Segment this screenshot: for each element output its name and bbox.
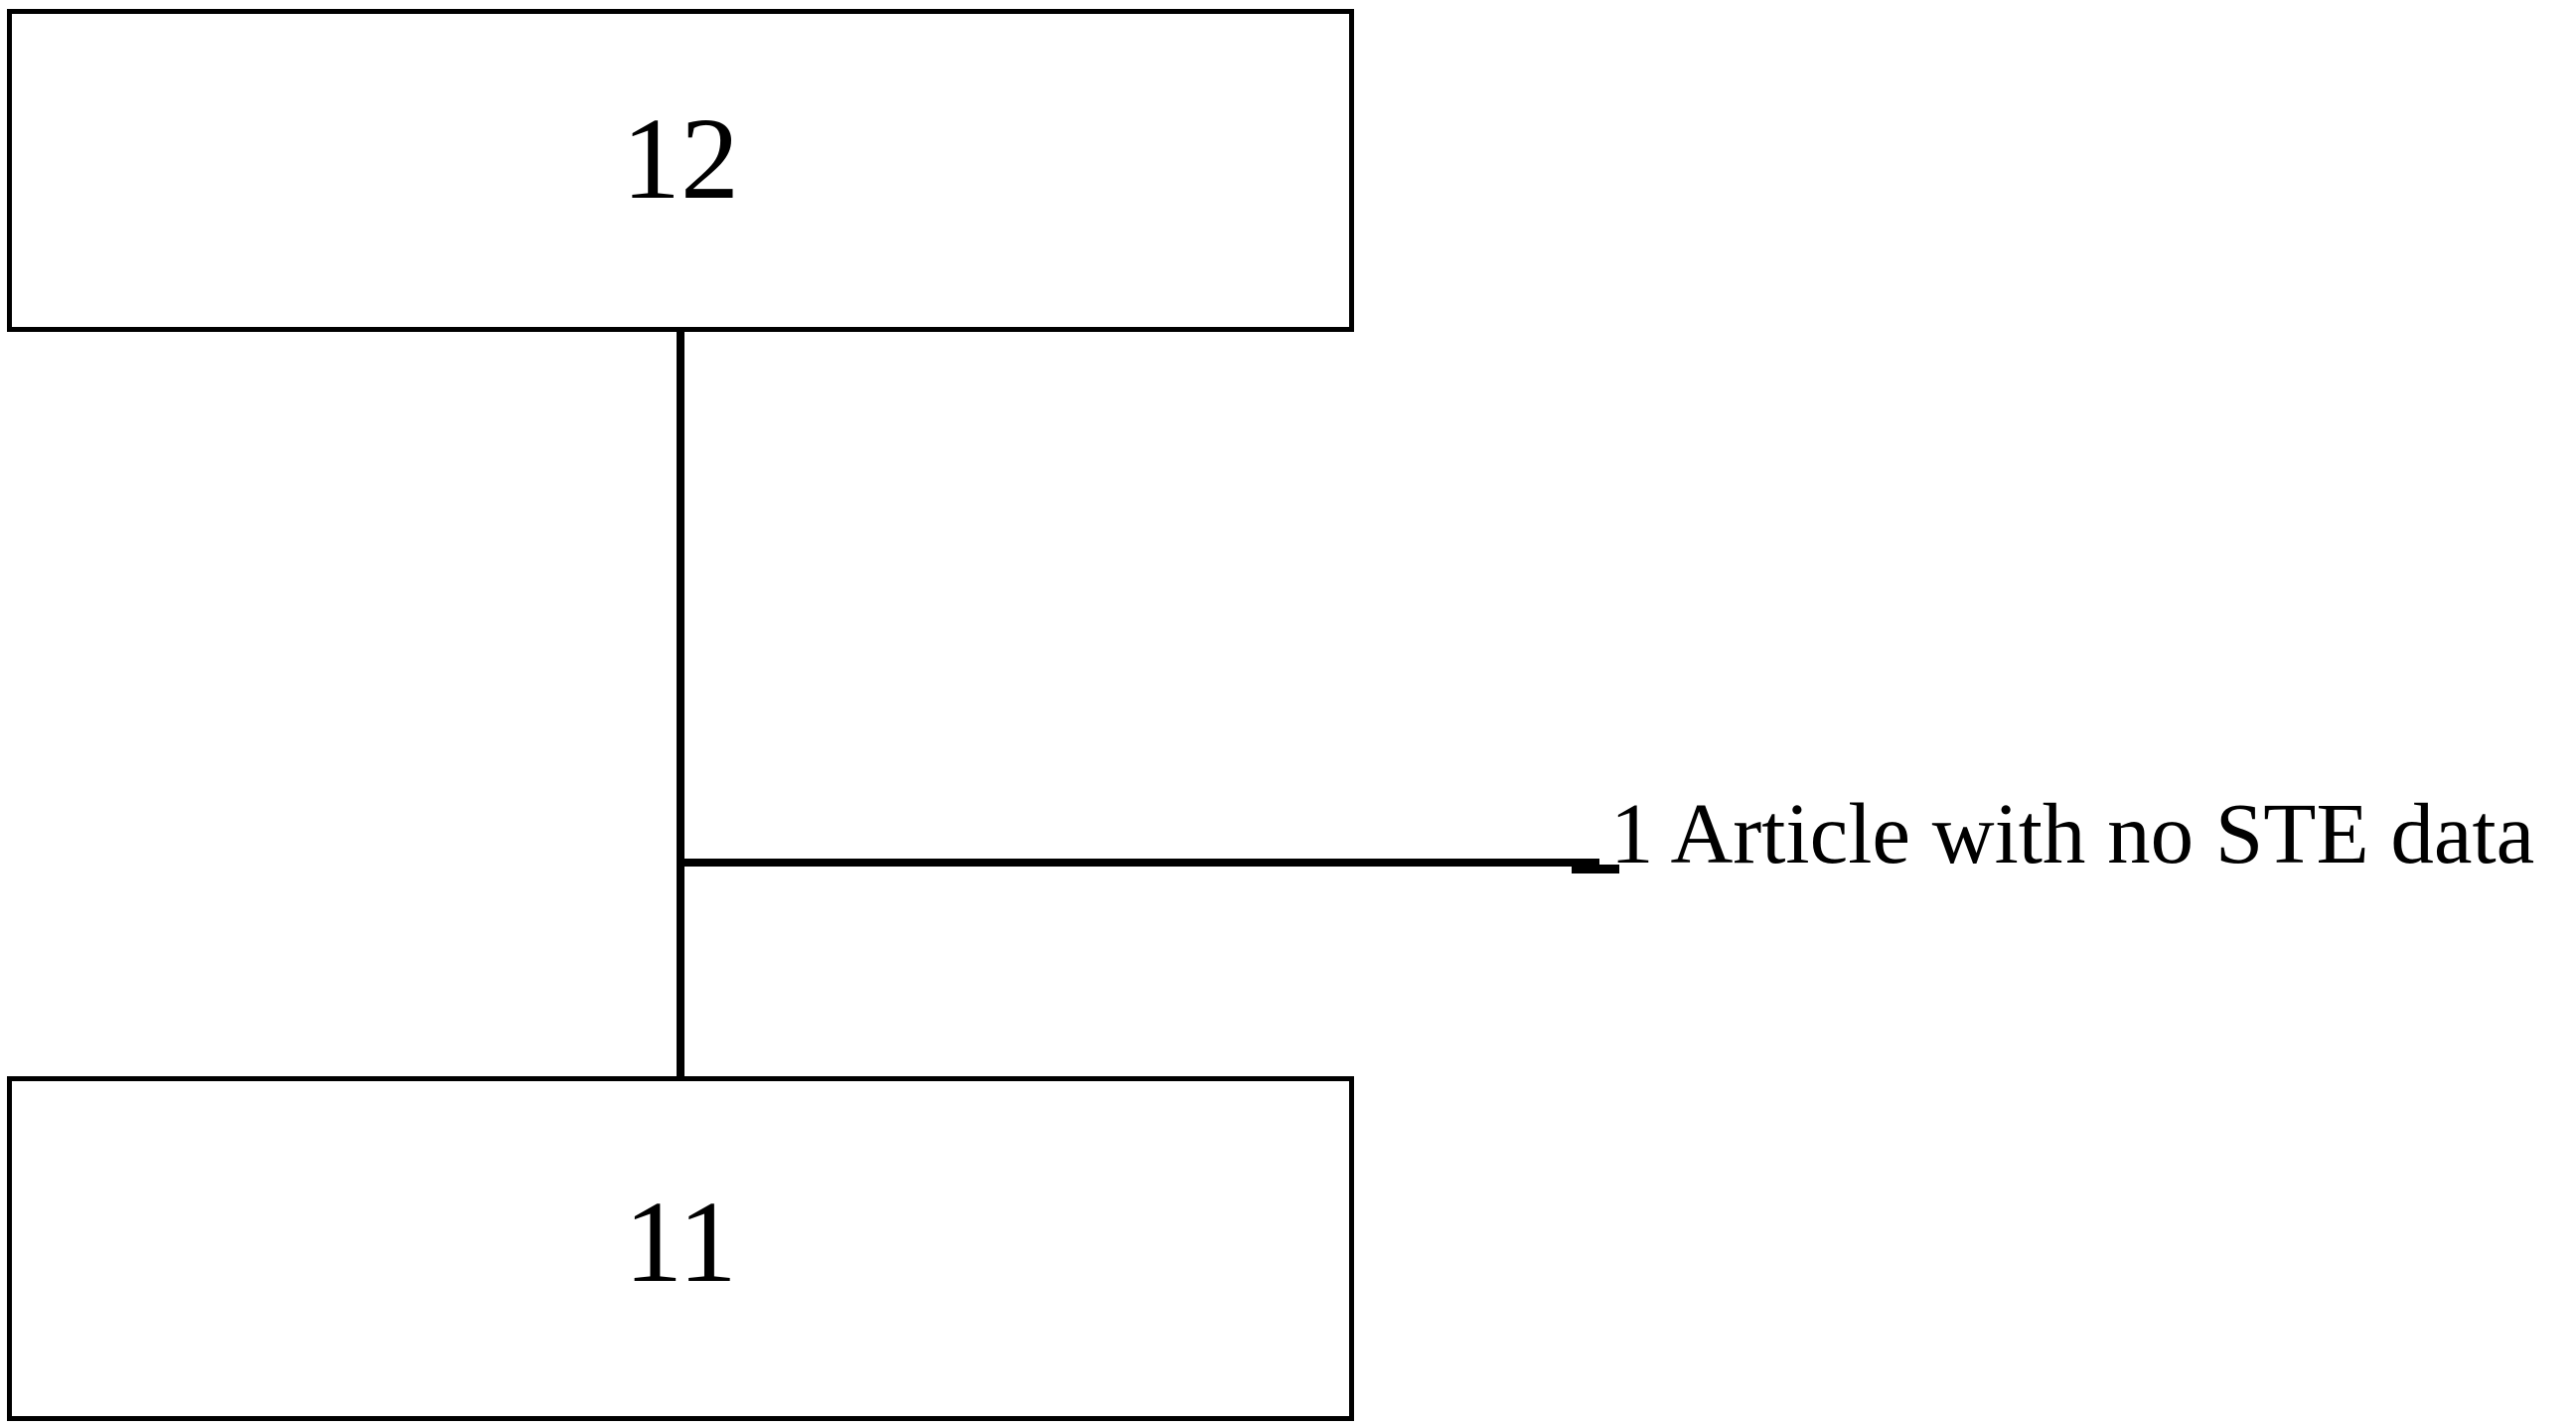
flow-box-lower[interactable]: 11 xyxy=(7,1076,1354,1421)
flow-box-upper-label: 12 xyxy=(622,92,739,224)
flow-box-lower-label: 11 xyxy=(624,1176,737,1307)
vertical-connector-line xyxy=(677,332,684,1077)
flow-box-upper[interactable]: 12 xyxy=(7,9,1354,332)
horizontal-leader-line xyxy=(682,859,1599,867)
exclusion-annotation-label: 1 Article with no STE data xyxy=(1610,785,2535,881)
leader-line-tick xyxy=(1572,865,1619,873)
